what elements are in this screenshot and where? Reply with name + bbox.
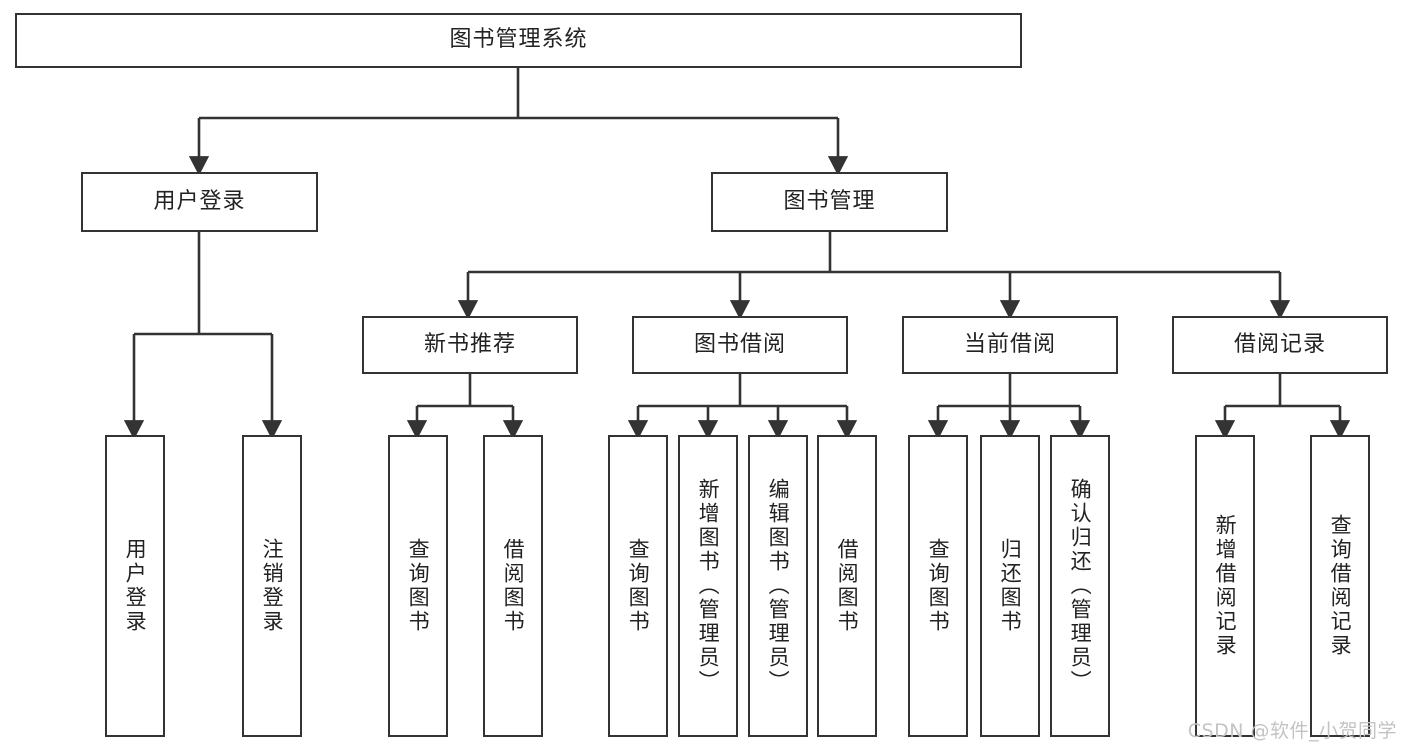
node-leaf-confirm-return[interactable]: 确认归还（管理员） xyxy=(1050,435,1110,737)
node-book-borrow-label: 图书借阅 xyxy=(693,331,786,357)
csdn-watermark: CSDN @软件_小贺同学 xyxy=(1187,720,1397,742)
node-book-manage[interactable]: 图书管理 xyxy=(711,172,948,232)
node-current-borrow-label: 当前借阅 xyxy=(963,331,1056,357)
node-leaf-query-book-borrow-label: 查询图书 xyxy=(626,538,651,634)
node-leaf-user-login-label: 用户登录 xyxy=(123,538,148,634)
node-leaf-borrow-book-label: 借阅图书 xyxy=(835,538,860,634)
node-leaf-edit-book[interactable]: 编辑图书（管理员） xyxy=(748,435,808,737)
node-leaf-add-book-label: 新增图书（管理员） xyxy=(696,478,721,694)
node-leaf-borrow-book-recommend-label: 借阅图书 xyxy=(501,538,526,634)
node-leaf-query-book-current-label: 查询图书 xyxy=(926,538,951,634)
node-user-login[interactable]: 用户登录 xyxy=(81,172,318,232)
node-leaf-confirm-return-label: 确认归还（管理员） xyxy=(1068,478,1093,694)
node-current-borrow[interactable]: 当前借阅 xyxy=(902,316,1118,374)
node-leaf-query-book-current[interactable]: 查询图书 xyxy=(908,435,968,737)
node-new-book-recommend[interactable]: 新书推荐 xyxy=(362,316,578,374)
node-leaf-borrow-book-recommend[interactable]: 借阅图书 xyxy=(483,435,543,737)
node-leaf-user-logout[interactable]: 注销登录 xyxy=(242,435,302,737)
node-leaf-edit-book-label: 编辑图书（管理员） xyxy=(766,478,791,694)
node-leaf-add-borrow-record-label: 新增借阅记录 xyxy=(1213,514,1238,658)
node-leaf-return-book-label: 归还图书 xyxy=(998,538,1023,634)
node-root-label: 图书管理系统 xyxy=(449,27,588,53)
node-new-book-recommend-label: 新书推荐 xyxy=(423,331,516,357)
node-leaf-add-borrow-record[interactable]: 新增借阅记录 xyxy=(1195,435,1255,737)
node-borrow-record[interactable]: 借阅记录 xyxy=(1172,316,1388,374)
node-leaf-user-logout-label: 注销登录 xyxy=(260,538,285,634)
node-book-borrow[interactable]: 图书借阅 xyxy=(632,316,848,374)
node-leaf-query-book-borrow[interactable]: 查询图书 xyxy=(608,435,668,737)
node-leaf-query-book-recommend[interactable]: 查询图书 xyxy=(388,435,448,737)
node-user-login-label: 用户登录 xyxy=(153,188,246,214)
node-leaf-query-borrow-record-label: 查询借阅记录 xyxy=(1328,514,1353,658)
node-leaf-borrow-book[interactable]: 借阅图书 xyxy=(817,435,877,737)
node-root[interactable]: 图书管理系统 xyxy=(15,13,1022,68)
node-leaf-query-borrow-record[interactable]: 查询借阅记录 xyxy=(1310,435,1370,737)
node-leaf-user-login[interactable]: 用户登录 xyxy=(105,435,165,737)
node-leaf-query-book-recommend-label: 查询图书 xyxy=(406,538,431,634)
node-leaf-add-book[interactable]: 新增图书（管理员） xyxy=(678,435,738,737)
node-borrow-record-label: 借阅记录 xyxy=(1233,331,1326,357)
node-book-manage-label: 图书管理 xyxy=(783,188,876,214)
node-leaf-return-book[interactable]: 归还图书 xyxy=(980,435,1040,737)
